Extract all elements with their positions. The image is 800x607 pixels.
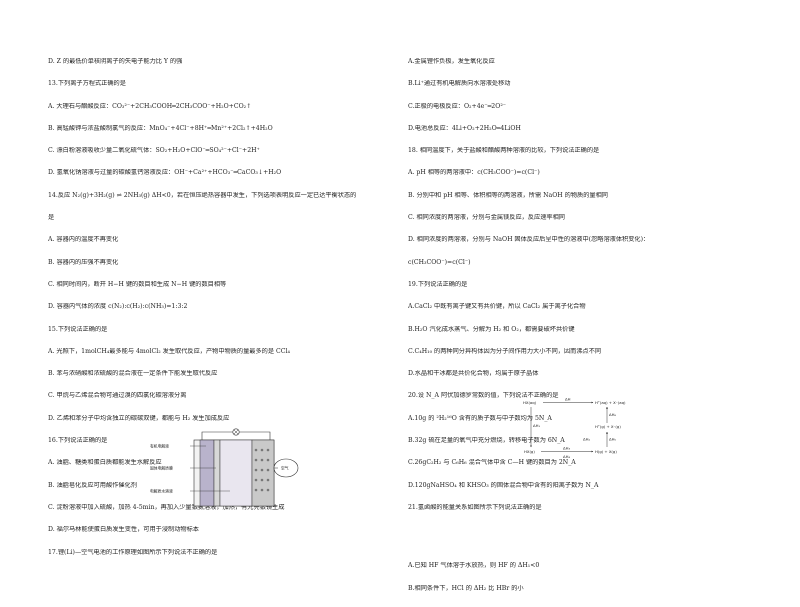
label-organic-electrolyte: 有机电解液	[150, 444, 169, 449]
option-13a: A. 大理石与醋酸反应：CO₃²⁻+2CH₃COOH═2CH₃COO⁻+H₂O+…	[48, 102, 252, 110]
label-solid-membrane: 固体电解质膜	[150, 466, 173, 471]
text-line: D. Z 的最低价单核阴离子的失电子能力比 Y 的强	[48, 58, 183, 65]
label-dh: ΔH	[565, 397, 571, 402]
question-14: 14.反应 N₂(g)+3H₂(g) ⇌ 2NH₃(g) ΔH<0，若在恒压绝热…	[48, 191, 357, 199]
option-17c: C.正极的电极反应：O₂+4e⁻═2O²⁻	[408, 102, 507, 110]
question-17: 17.锂(Li)—空气电池的工作原理如图所示下列说法不正确的是	[48, 548, 218, 556]
question-13: 13.下列离子方程式正确的是	[48, 80, 126, 88]
label-aqueous-electrolyte: 电解质水溶液	[150, 489, 173, 494]
option-17d: D.电池总反应：4Li+O₂+2H₂O═4LiOH	[408, 124, 521, 132]
option-20a: A.10g 的 ²H₂¹⁶O 含有的质子数与中子数均为 5N_A	[408, 414, 552, 422]
option-20c: C.26gC₂H₂ 与 C₆H₆ 混合气体中含 C—H 键的数目为 2N_A	[408, 459, 576, 467]
energy-cycle-diagram: HX(aq) ΔH H⁺(aq) + X⁻(aq) ΔH₁ ΔH₆ H⁺(g) …	[523, 397, 626, 460]
node-hx-aq: HX(aq)	[523, 400, 537, 405]
option-21b: B.相同条件下，HCl 的 ΔH₂ 比 HBr 的小	[408, 584, 524, 592]
option-14b: B. 容器内的压强不再变化	[48, 258, 119, 266]
option-17a: A.金属锂作负极，发生氧化反应	[408, 58, 495, 65]
option-16a: A. 油脂、糖类和蛋白质都能发生水解反应	[48, 459, 162, 467]
option-15d: D. 乙烯和苯分子中均含独立的碳碳双键，都能与 H₂ 发生加成反应	[48, 414, 230, 422]
option-13b: B. 高锰酸钾与浓盐酸制氯气的反应：MnO₄⁻+4Cl⁻+8H⁺═Mn²⁺+2C…	[48, 124, 273, 132]
option-16d: D. 福尔马林能使蛋白质发生变性，可用于浸制动物标本	[48, 526, 199, 534]
solid-membrane-region	[213, 439, 221, 507]
organic-electrolyte-region	[199, 439, 215, 507]
option-19d: D.水晶和干冰都是共价化合物，均属于原子晶体	[408, 370, 539, 378]
option-14a: A. 容器内的温度不再变化	[48, 236, 119, 244]
label-dh2: ΔH₂	[583, 437, 590, 442]
question-21: 21.氢卤酸的能量关系如图所示下列说法正确的是	[408, 503, 542, 511]
option-15a: A. 光照下，1molCH₄最多能与 4molCl₂ 发生取代反应，产物中物质的…	[48, 347, 290, 355]
option-19a: A.CaCl₂ 中既有离子键又有共价键，所以 CaCl₂ 属于离子化合物	[408, 303, 586, 311]
label-dh1: ΔH₁	[533, 423, 540, 428]
left-column: D. Z 的最低价单核阴离子的失电子能力比 Y 的强 13.下列离子方程式正确的…	[48, 58, 408, 571]
option-13d: D. 氢氧化钠溶液与过量的碳酸氢钙溶液反应：OH⁻+Ca²⁺+HCO₃⁻═CaC…	[48, 169, 282, 177]
option-18b: B. 分别中和 pH 相等、体积相等的两溶液，所需 NaOH 的物质的量相同	[408, 191, 608, 199]
option-15c: C. 甲烷与乙烯混合物可通过溴的四氯化碳溶液分离	[48, 392, 187, 400]
option-18d-cont: c(CH₃COO⁻)=c(Cl⁻)	[408, 258, 471, 266]
option-19b: B.H₂O 汽化成水蒸气、分解为 H₂ 和 O₂，都需要破坏共价键	[408, 325, 575, 333]
label-dh4: ΔH₄	[563, 454, 570, 459]
option-15b: B. 苯与浓硝酸和浓硫酸的混合液在一定条件下能发生取代反应	[48, 370, 218, 378]
right-column: A.金属锂作负极，发生氧化反应 B.Li⁺通过有机电解质向水溶液处移动 C.正极…	[408, 58, 768, 607]
node-ions-aq: H⁺(aq) + X⁻(aq)	[595, 400, 626, 405]
question-16: 16.下列说法正确的是	[48, 437, 108, 445]
option-14c: C. 相同时间内，断开 H−H 键的数目和生成 N−H 键的数目相等	[48, 280, 227, 288]
option-20d: D.120gNaHSO₄ 和 KHSO₃ 的固体混合物中含有的阳离子数为 N_A	[408, 481, 599, 489]
option-16c: C. 淀粉溶液中加入硫酸，加热 4-5min，再加入少量银氨溶液，加热，有光亮银…	[48, 503, 285, 511]
node-hx-g: HX(g)	[524, 449, 535, 454]
question-14-cont: 是	[48, 214, 55, 222]
option-17b: B.Li⁺通过有机电解质向水溶液处移动	[408, 80, 511, 88]
label-dh3: ΔH₃	[563, 446, 570, 451]
option-20b: B.32g 硫在足量的氧气中充分燃烧，转移电子数为 6N_A	[408, 437, 565, 445]
label-air: 空气	[281, 466, 289, 471]
node-ions-g: H⁺(g) + X⁻(g)	[595, 424, 621, 429]
option-14d: D. 容器内气体的浓度 c(N₂):c(H₂):c(NH₃)=1:3:2	[48, 303, 188, 311]
option-16b: B. 油脂皂化反应可用酸作催化剂	[48, 481, 137, 489]
option-19c: C.C₄H₁₀ 的两种同分异构体因为分子间作用力大小不同，因而沸点不同	[408, 347, 602, 355]
question-20: 20.设 N_A 阿伏加德罗常数的值，下列说法不正确的是	[408, 392, 559, 400]
question-18: 18. 相同温度下，关于盐酸和醋酸两种溶液的比较，下列说法正确的是	[408, 147, 600, 155]
diagram-spacer	[408, 526, 768, 562]
aqueous-electrolyte-region	[219, 439, 253, 507]
option-18a: A. pH 相等的两溶液中：c(CH₃COO⁻)=c(Cl⁻)	[408, 169, 540, 177]
question-19: 19.下列说法正确的是	[408, 280, 468, 288]
label-dh5: ΔH₅	[609, 437, 616, 442]
question-15: 15.下列说法正确的是	[48, 325, 108, 333]
option-18d: D. 相同浓度的两溶液，分别与 NaOH 固体反应后呈中性的溶液中(忽略溶液体积…	[408, 236, 650, 244]
node-atoms-g: H(g) + X(g)	[595, 449, 617, 454]
option-13c: C. 漂白粉溶液吸收少量二氧化硫气体：SO₂+H₂O+ClO⁻═SO₄²⁻+Cl…	[48, 147, 260, 155]
option-18c: C. 相同浓度的两溶液，分别与金属镁反应，反应速率相同	[408, 214, 565, 222]
battery-diagram: 有机电解液 固体电解质膜 电解质水溶液 空气	[150, 428, 299, 507]
label-dh6: ΔH₆	[609, 412, 616, 417]
